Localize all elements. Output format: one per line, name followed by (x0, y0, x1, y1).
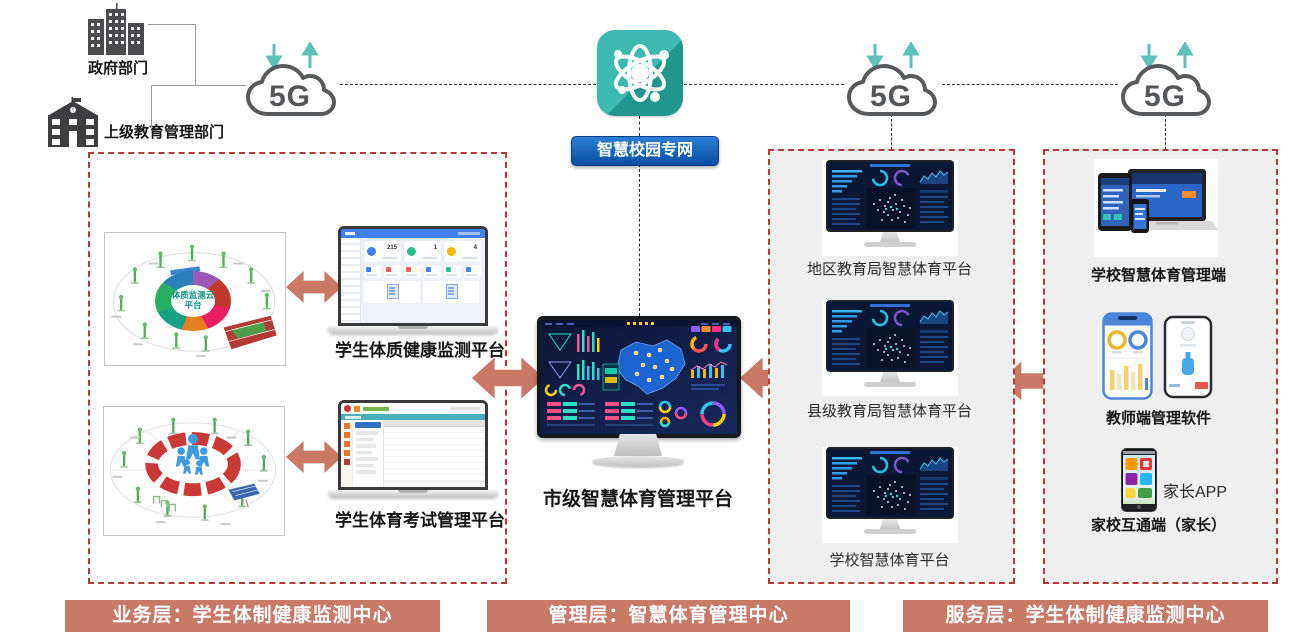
management-layer-banner: 管理层：智慧体育管理中心 (487, 600, 850, 632)
devices-combo-icon (1098, 169, 1218, 233)
connector-line (195, 24, 196, 86)
laptop2-tree-nav (353, 420, 384, 487)
parent-app-caption: 家长APP (1163, 484, 1228, 501)
cloud-5g-label: 5G (1144, 80, 1186, 113)
network-dashed-line (340, 84, 596, 85)
bureau-dashboard-screen (828, 449, 952, 517)
service-layer-banner: 服务层：学生体制健康监测中心 (903, 600, 1268, 632)
network-dashed-line (684, 84, 844, 85)
school-management-devices (1094, 159, 1218, 257)
connector-line (151, 85, 152, 127)
platform2-label: 学生体育考试管理平台 (335, 511, 505, 530)
laptop2-header (341, 403, 485, 414)
teacher-app-phones (1102, 312, 1214, 402)
school-management-label: 学校智慧体育管理端 (1090, 267, 1226, 284)
district-platform-label: 地区教育局智慧体育平台 (806, 261, 972, 278)
teacher-app-label: 教师端管理软件 (1105, 410, 1211, 427)
connector-line (151, 85, 246, 86)
laptop1-dashboard: 215 1 4 (361, 238, 485, 323)
county-platform-monitor (822, 300, 958, 396)
district-platform-monitor (822, 160, 958, 256)
gov-label: 政府部门 (87, 60, 148, 77)
exchange-arrow (472, 357, 544, 399)
exam-management-laptop (328, 400, 498, 497)
bureau-dashboard-screen (828, 162, 952, 230)
connector-line (148, 24, 196, 25)
education-building-icon (48, 97, 98, 147)
network-dashed-line (942, 84, 1118, 85)
exchange-arrow (286, 441, 342, 473)
center-platform-label: 市级智慧体育管理平台 (542, 489, 733, 510)
smart-campus-network-badge: 智慧校园专网 (571, 136, 719, 166)
laptop2-table (384, 420, 485, 487)
exchange-arrow (286, 271, 342, 303)
parent-app-phone (1121, 448, 1157, 512)
stat-value: 215 (386, 245, 397, 251)
parent-phone-icon (1121, 448, 1157, 512)
sports-exam-scene (109, 417, 277, 526)
bureau-dashboard-screen (828, 302, 952, 370)
laptop2-toolbar (341, 414, 485, 420)
network-dashed-line (639, 164, 640, 316)
cloud-5g-icon: 5G (1121, 42, 1211, 116)
network-dashed-line (1165, 114, 1166, 150)
city-dashboard-screen (541, 320, 737, 434)
edu-label: 上级教育管理部门 (104, 124, 225, 141)
school-platform-monitor (822, 447, 958, 543)
cloud-5g-label: 5G (870, 80, 912, 113)
monitor-stand (614, 434, 662, 456)
atom-icon (613, 44, 669, 102)
monitor-base (592, 456, 684, 466)
laptop1-header (341, 229, 485, 238)
stat-value: 4 (473, 245, 477, 251)
health-monitor-laptop: 215 1 4 (328, 226, 498, 333)
teacher-phones-icon (1102, 312, 1213, 400)
cloud-5g-icon: 5G (246, 42, 336, 116)
network-dashed-line (891, 114, 892, 150)
network-dashed-line (639, 116, 640, 136)
cloud-5g-label: 5G (269, 80, 311, 113)
platform1-label: 学生体质健康监测平台 (335, 341, 505, 360)
government-building-icon (88, 3, 144, 55)
sports-exam-illustration (103, 406, 285, 536)
stat-value: 1 (433, 245, 437, 251)
smart-campus-network-icon (597, 30, 683, 116)
city-platform-monitor (537, 316, 741, 438)
fitness-test-illustration: 体质监测云平台 (104, 232, 286, 366)
cloud-5g-icon: 5G (847, 42, 937, 116)
cloud-platform-pie-label: 体质监测云平台 (171, 285, 215, 317)
school-platform-label: 学校智慧体育平台 (829, 552, 950, 569)
laptop1-sidebar (341, 238, 361, 323)
business-layer-banner: 业务层：学生体制健康监测中心 (65, 600, 440, 632)
laptop2-icon-rail (341, 420, 353, 487)
home-school-label: 家校互通端（家长） (1090, 517, 1226, 534)
county-platform-label: 县级教育局智慧体育平台 (806, 403, 972, 420)
